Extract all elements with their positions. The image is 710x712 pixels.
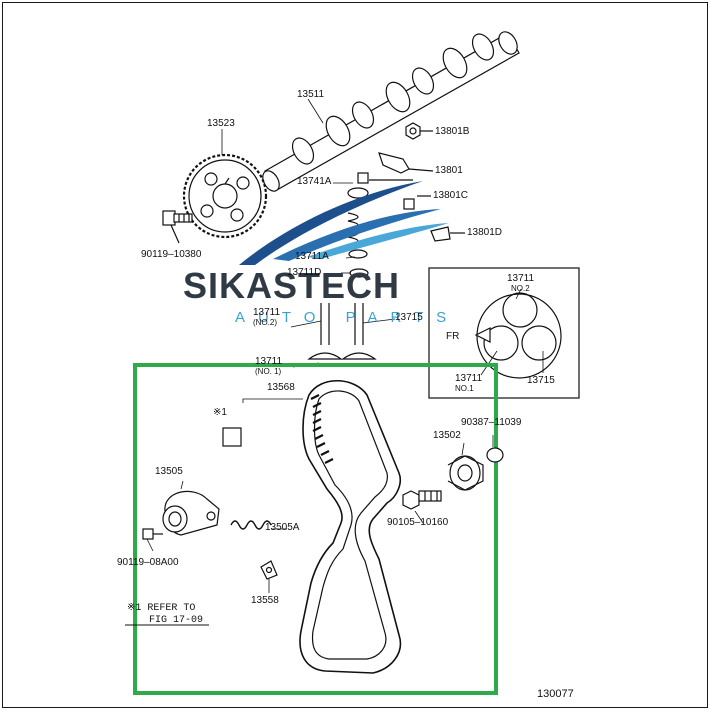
reference-square <box>222 398 303 447</box>
part-label-13801b: 13801B <box>435 126 470 137</box>
part-label-13801: 13801 <box>435 165 463 176</box>
inset-label-top: 13711 <box>507 273 535 284</box>
valves <box>307 303 377 360</box>
watermark-brand: SIKASTECH <box>183 265 401 306</box>
watermark-swoosh <box>239 181 449 265</box>
note-line1: REFER TO <box>147 603 196 614</box>
inset-label-top-sub: NO.2 <box>511 284 530 293</box>
tensioner-bolt <box>142 528 163 552</box>
part-label-90119-08a00: 90119–08A00 <box>117 557 179 568</box>
part-label-13558: 13558 <box>251 595 279 606</box>
part-label-13711-no2: 13711 <box>253 307 281 318</box>
nut <box>405 122 433 140</box>
part-label-90387-11039: 90387–11039 <box>461 417 522 428</box>
note-line2: FIG 17-09 <box>149 615 204 626</box>
part-label-13502: 13502 <box>433 430 461 441</box>
inset-front-label: FR <box>446 331 460 342</box>
note-block: ※1 REFER TO <box>127 603 195 615</box>
part-label-13711-no2-sub: (NO.2) <box>253 318 277 327</box>
sprocket-bolt <box>162 210 193 244</box>
bushing <box>486 435 504 463</box>
part-label-13715: 13715 <box>395 312 423 323</box>
valve-spring <box>347 212 369 278</box>
valve-arrangement-inset <box>428 267 580 399</box>
adjust-screw <box>430 226 465 242</box>
part-label-13505: 13505 <box>155 466 183 477</box>
part-label-13505a: 13505A <box>265 522 300 533</box>
part-label-13511: 13511 <box>297 89 325 100</box>
watermark-tagline: AUTO PARTS <box>235 309 460 326</box>
valve-small-parts <box>347 172 431 210</box>
inset-label-bottom-left: 13711 <box>455 373 483 384</box>
part-label-13711-no1-sub: (NO. 1) <box>255 367 282 376</box>
part-label-13741a: 13741A <box>297 176 332 187</box>
inset-label-bottom-left-sub: NO.1 <box>455 384 474 393</box>
camshaft-sprocket <box>182 153 268 239</box>
part-label-13711a: 13711A <box>295 251 329 262</box>
tension-spring <box>230 520 287 530</box>
timing-belt <box>299 380 402 674</box>
bracket <box>260 560 278 593</box>
pulley-bolt <box>402 490 442 524</box>
highlight-box <box>133 363 498 695</box>
exploded-parts-drawing <box>125 31 580 695</box>
part-label-13801c: 13801C <box>433 190 469 201</box>
part-label-90119-10380: 90119–10380 <box>141 249 202 260</box>
note-mark: ※1 <box>127 603 142 614</box>
reference-mark: ※1 <box>213 407 227 418</box>
inset-label-bottom-right: 13715 <box>527 375 555 386</box>
part-label-13568: 13568 <box>267 382 295 393</box>
part-label-13801d: 13801D <box>467 227 503 238</box>
idler-pulley <box>447 442 484 491</box>
part-label-13711d: 13711D <box>287 267 322 278</box>
part-label-90105-10160: 90105–10160 <box>387 517 449 528</box>
camshaft <box>262 31 520 192</box>
part-label-13523: 13523 <box>207 118 235 129</box>
rocker-arm <box>378 152 434 174</box>
figure-number: 130077 <box>537 688 574 700</box>
tensioner-pulley <box>162 480 220 536</box>
part-label-13711-no1: 13711 <box>255 356 283 367</box>
leader-lines-upper <box>221 98 396 368</box>
